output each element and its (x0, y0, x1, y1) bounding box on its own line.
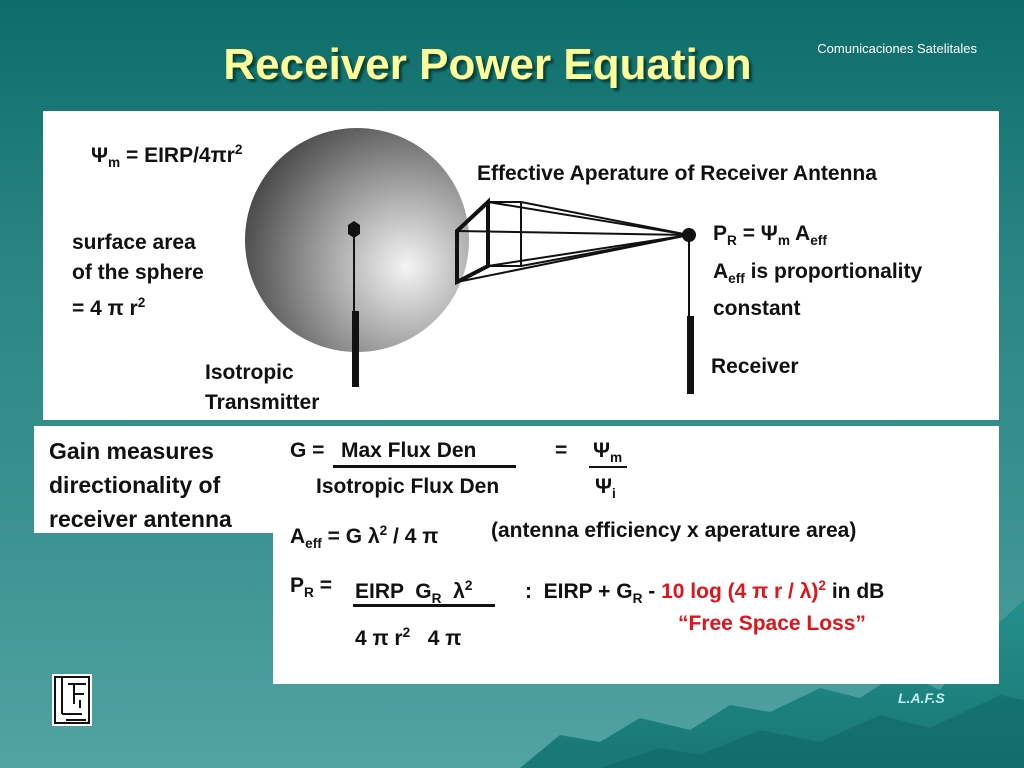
equations-panel: G = Max Flux Den Isotropic Flux Den = Ψm… (273, 426, 999, 684)
footer-lafs: L.A.F.S (898, 690, 945, 706)
gain-eq-numerator: Max Flux Den (341, 439, 477, 462)
antenna-diagram (245, 128, 696, 394)
slide-title: Receiver Power Equation (223, 40, 752, 89)
psi-ratio-bottom: Ψi (595, 475, 616, 502)
gain-eq-denominator: Isotropic Flux Den (316, 475, 500, 498)
isotropic-transmitter-label: Isotropic Transmitter (205, 361, 320, 414)
aeff-annotation: (antenna efficiency x aperature area) (491, 519, 857, 542)
surface-area-label: surface area of the sphere = 4 π r2 (72, 231, 204, 320)
receiver-power-formula: PR = Ψm Aeff (713, 222, 827, 249)
aeff-equation: Aeff = G λ2 / 4 π (290, 523, 439, 552)
pr-eq-numerator: EIRP GR λ2 (355, 578, 473, 607)
diagram-panel: Ψm = EIRP/4πr2 surface area of the spher… (43, 111, 999, 420)
pr-eq-lhs: PR = (290, 574, 332, 601)
pr-fraction-bar (353, 604, 495, 607)
gain-eq-lhs: G = (290, 439, 325, 462)
gain-fraction-bar (333, 465, 516, 468)
course-name: Comunicaciones Satelitales (817, 41, 977, 56)
receiver-label: Receiver (711, 355, 799, 378)
psi-fraction-bar (589, 466, 627, 468)
psi-ratio-top: Ψm (593, 439, 623, 466)
effective-aperture-label: Effective Aperature of Receiver Antenna (477, 162, 877, 185)
lafs-logo-icon (54, 676, 90, 724)
gain-eq-equals: = (555, 439, 568, 462)
gain-description-box: Gain measures directionality of receiver… (34, 426, 274, 533)
free-space-loss-label: “Free Space Loss” (678, 612, 866, 635)
aeff-note: Aeff is proportionality constant (713, 260, 923, 321)
sphere (245, 128, 469, 352)
lafs-logo (52, 674, 92, 726)
transmitter-node (348, 221, 360, 238)
psi-m-formula: Ψm = EIRP/4πr2 (91, 142, 243, 171)
pr-eq-denominator: 4 π r2 4 π (355, 625, 462, 650)
gain-description: Gain measures directionality of receiver… (49, 438, 232, 532)
pr-db-equation: : EIRP + GR - 10 log (4 π r / λ)2 in dB (525, 578, 885, 607)
